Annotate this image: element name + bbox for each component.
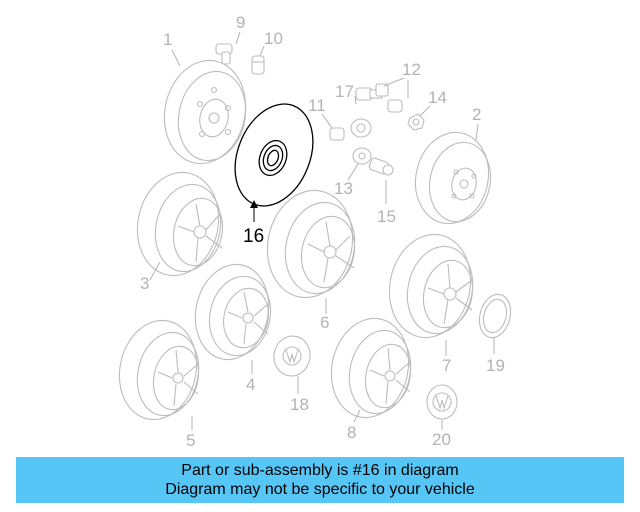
callout-10: 10: [264, 29, 283, 48]
callout-3: 3: [140, 274, 149, 293]
part-4-alloy-wheel[interactable]: [187, 258, 278, 367]
callout-12: 12: [402, 60, 421, 79]
part-18-center-cap[interactable]: [271, 333, 313, 379]
leader-17: [354, 95, 357, 105]
callout-4: 4: [246, 375, 255, 394]
leader-1: [171, 49, 181, 67]
part-1-steel-wheel[interactable]: [155, 53, 255, 171]
callout-7: 7: [442, 356, 451, 375]
leader-11: [321, 113, 333, 129]
leader-9: [235, 31, 241, 45]
callout-19: 19: [486, 356, 505, 375]
part-14-nut[interactable]: [407, 113, 425, 131]
callout-6: 6: [320, 313, 329, 332]
part-3-alloy-wheel[interactable]: [128, 165, 228, 283]
leader-8: [353, 409, 361, 423]
part-19-ring[interactable]: [475, 291, 515, 341]
part-8-alloy-wheel[interactable]: [322, 311, 418, 425]
part-2-spare-wheel[interactable]: [407, 126, 497, 231]
callout-20: 20: [432, 430, 451, 449]
part-16-hub-cap[interactable]: [221, 92, 327, 217]
callout-9: 9: [236, 13, 245, 32]
part-6-alloy-wheel[interactable]: [258, 182, 363, 305]
callout-1: 1: [163, 30, 172, 49]
callout-5: 5: [186, 431, 195, 450]
callout-8: 8: [347, 423, 356, 442]
part-12-wheel-bolt[interactable]: [375, 83, 403, 113]
callout-16: 16: [243, 226, 264, 247]
leader-12-a: [383, 77, 405, 87]
part-11-lock-bolt[interactable]: [329, 118, 372, 141]
part-9-valve-stem[interactable]: [215, 43, 233, 65]
part-15-valve[interactable]: [368, 157, 394, 176]
banner-line-disclaimer: Diagram may not be specific to your vehi…: [165, 481, 475, 498]
callout-17: 17: [335, 82, 354, 101]
callout-13: 13: [334, 179, 353, 198]
leader-3: [149, 261, 161, 281]
callout-11: 11: [308, 96, 326, 115]
callout-15: 15: [377, 207, 396, 226]
part-13-washer[interactable]: [352, 147, 372, 165]
leader-10: [259, 45, 265, 57]
banner-line-part-number: Part or sub-assembly is #16 in diagram: [181, 462, 459, 479]
leader-16-arrowhead: [250, 200, 258, 208]
leader-14: [419, 105, 431, 117]
callout-14: 14: [428, 88, 447, 107]
part-7-alloy-wheel[interactable]: [380, 227, 480, 345]
info-banner: Part or sub-assembly is #16 in diagram D…: [16, 457, 624, 503]
part-10-valve-cap[interactable]: [251, 55, 265, 75]
callout-2: 2: [472, 105, 481, 124]
callout-18: 18: [290, 395, 309, 414]
leader-2: [475, 123, 479, 141]
part-20-emblem-cap[interactable]: [426, 384, 458, 420]
leader-13: [347, 163, 359, 181]
part-5-alloy-wheel[interactable]: [110, 313, 206, 427]
